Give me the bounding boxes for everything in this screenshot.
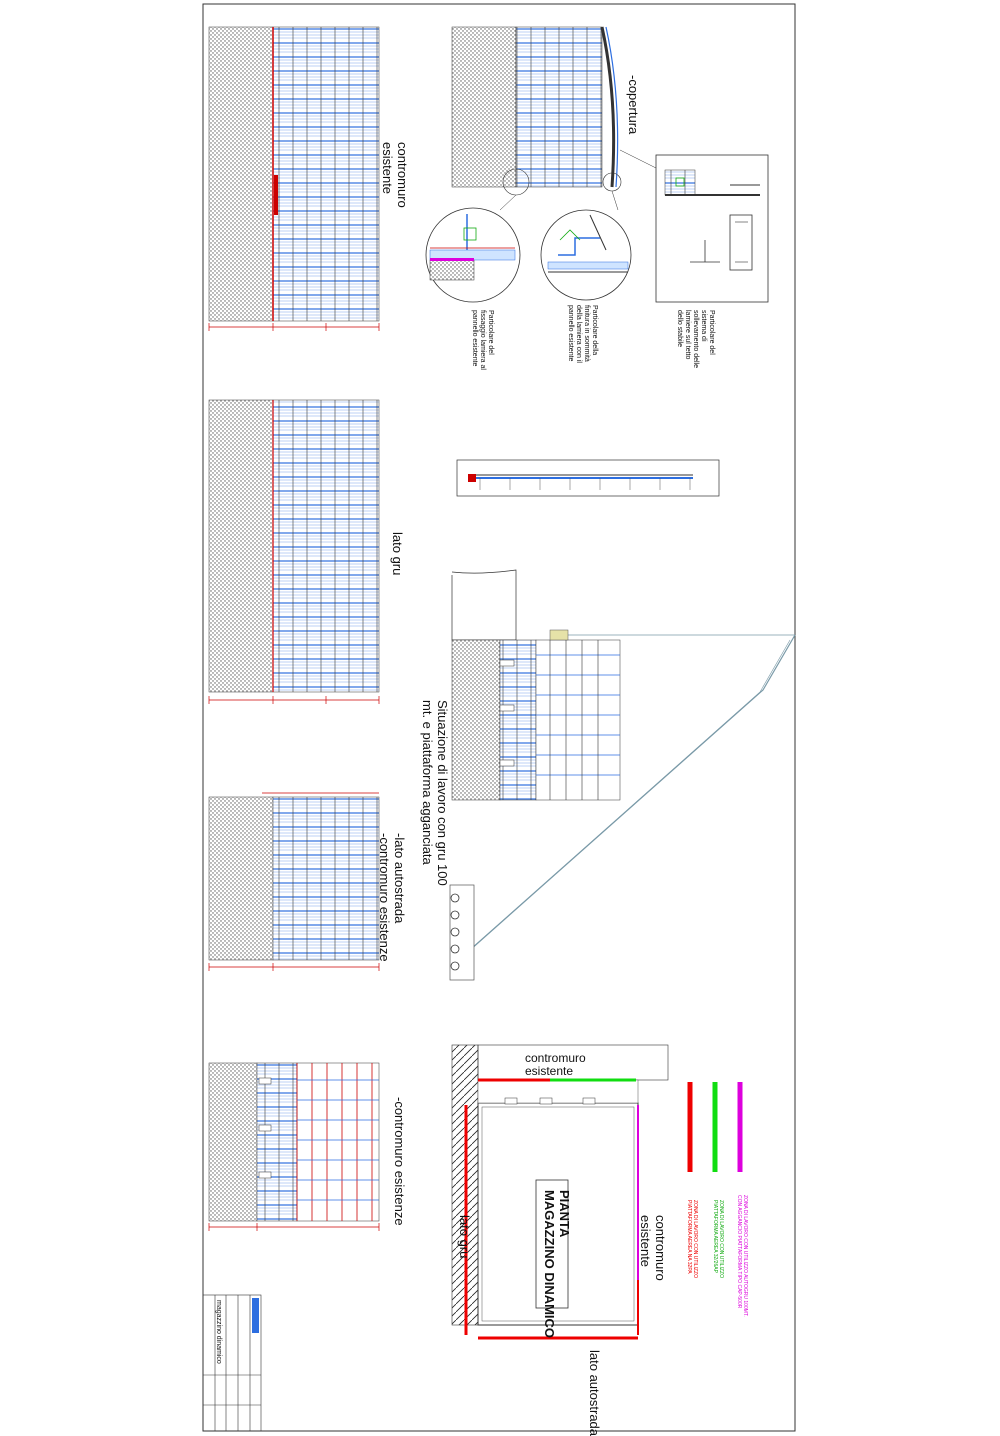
legend-swatches bbox=[687, 1082, 743, 1172]
elevation-lato-gru bbox=[208, 399, 380, 704]
detail-lifting-system bbox=[655, 154, 769, 303]
legend-text-red: ZONA DI LAVORO CON UTILIZZO PIATTAFORMA … bbox=[686, 1200, 698, 1278]
label-contromuro-esistente-top: contromuro esistente bbox=[380, 142, 410, 208]
detail-circle-finitura bbox=[540, 209, 632, 301]
label-crane-caption: Situazione di lavoro con gru 100 mt. e p… bbox=[420, 700, 450, 886]
label-particolare-fissaggio: Particolare del fissaggio lamiera al pan… bbox=[471, 310, 494, 370]
section-strip bbox=[456, 459, 720, 497]
label-lato-autostrada-elevation: -lato autostrada -contromuro esistenze bbox=[377, 833, 407, 962]
elevation-contromuro-bottom bbox=[208, 1062, 380, 1231]
crane-scenario bbox=[449, 569, 796, 981]
roof-section-detail bbox=[451, 26, 657, 211]
label-plan-contromuro-top: contromuro esistente bbox=[525, 1051, 586, 1078]
sheet-border bbox=[202, 3, 796, 1432]
elevation-lato-autostrada bbox=[208, 792, 380, 971]
detail-circle-fissaggio bbox=[425, 207, 521, 303]
plan-title: PIANTA MAGAZZINO DINAMICO bbox=[542, 1190, 572, 1339]
legend-text-green: ZONA DI LAVORO CON UTILIZZO PIATTAFORMA … bbox=[712, 1200, 724, 1278]
label-plan-lato-gru: lato gru bbox=[457, 1215, 472, 1259]
plan-magazzino bbox=[451, 1044, 669, 1340]
label-copertura: -copertura bbox=[626, 75, 641, 135]
title-block-drawing-name: magazzino dinamico bbox=[215, 1300, 222, 1364]
label-particolare-finitura: Particolare della finitura in sommità de… bbox=[567, 305, 598, 363]
label-lato-gru-elevation: lato gru bbox=[390, 532, 405, 576]
elevation-contromuro-top bbox=[208, 26, 380, 331]
label-contromuro-esistenze: -contromuro esistenze bbox=[392, 1097, 407, 1226]
legend-text-magenta: ZONA DI LAVORO CON UTILIZZO AUTOGRU 100M… bbox=[736, 1195, 748, 1317]
label-particolare-sistema: Particolare del sistema di sollevamento … bbox=[676, 310, 715, 368]
label-plan-contromuro-right: contromuro esistente bbox=[638, 1215, 668, 1281]
label-plan-lato-autostrada: lato autostrada bbox=[587, 1350, 602, 1436]
title-block bbox=[202, 1294, 262, 1432]
